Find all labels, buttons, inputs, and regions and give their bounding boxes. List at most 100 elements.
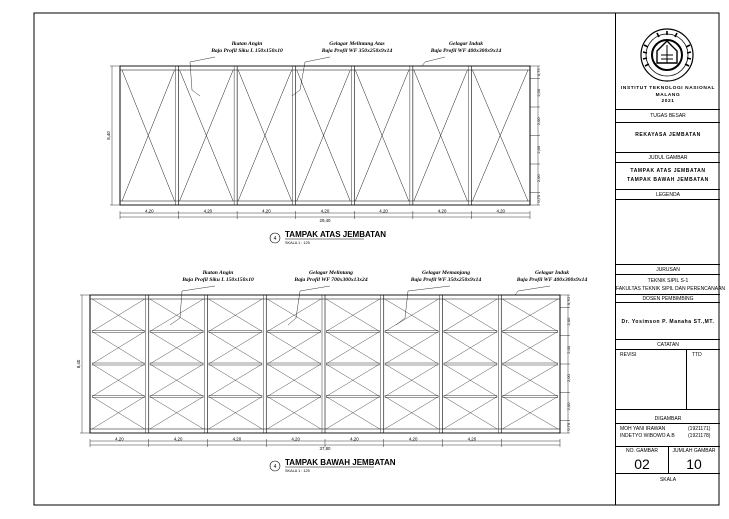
annotation-profile: Baja Profil WF 350x250x9x14	[410, 277, 482, 283]
bracing-line	[91, 396, 145, 430]
drawing-title-2: TAMPAK BAWAH JEMBATAN	[627, 177, 709, 183]
bracing-line	[502, 396, 559, 430]
supervisor-label: DOSEN PEMBIMBING	[642, 296, 694, 302]
drawer-name: INDETYO WIBOWO A.B	[620, 433, 675, 439]
bracing-line	[355, 69, 410, 202]
bracing-line	[179, 69, 234, 202]
drawn-by-label: DIGAMBAR	[654, 416, 682, 422]
annotation-profile: Baja Profil WF 700x300x13x24	[294, 277, 368, 283]
height-dim-label: 8,40	[106, 131, 111, 140]
sheet-no-label: NO. GAMBAR	[626, 448, 658, 454]
bracing-line	[149, 331, 204, 365]
bracing-line	[91, 331, 145, 365]
side-dim-label: 2,00	[536, 88, 541, 97]
bay-dim-label: 4,20	[233, 437, 242, 442]
assignment-label: TUGAS BESAR	[650, 113, 686, 119]
side-dim-label: 2,00	[536, 117, 541, 126]
side-dim-label: 2,00	[566, 373, 571, 382]
institute-city: MALANG	[655, 93, 681, 98]
annotation-profile: Baja Profil WF 400x300x9x14	[430, 48, 502, 54]
side-dim-label: 0,75	[536, 68, 541, 77]
top-view-scale: SKALA 1 : 125	[285, 241, 310, 245]
drawer-name: MOH YANI IRAWAN	[620, 426, 666, 432]
annotation-name: Gelagar Memanjang	[421, 270, 471, 276]
top-leaders	[189, 56, 446, 97]
faculty-name: FAKULTAS TEKNIK SIPIL DAN PERENCANAAN	[616, 286, 726, 292]
drawer-id: (1921171)	[688, 426, 711, 432]
annotation-profile: Baja Profil WF 400x300x9x14	[516, 277, 588, 283]
sheet-count-label: JUMLAH GAMBAR	[672, 448, 716, 454]
notes-label: CATATAN	[657, 342, 679, 348]
bay-dim-label: 4,20	[350, 437, 359, 442]
bay-dim-label: 4,20	[115, 437, 124, 442]
bracing-line	[208, 331, 263, 365]
drawing-title-label: JUDUL GAMBAR	[648, 155, 688, 161]
bracing-line	[91, 363, 145, 397]
bracing-line	[443, 298, 498, 332]
bracing-line	[502, 331, 559, 365]
total-dim-label: 29,40	[320, 218, 332, 223]
bracing-line	[121, 69, 175, 202]
bracing-line	[472, 69, 529, 202]
side-dim-label: 2,00	[536, 174, 541, 183]
bracing-line	[502, 298, 559, 332]
bay-dim-label: 4,20	[409, 437, 418, 442]
bay-dim-label: 4,20	[496, 209, 505, 214]
side-dim-label: 0,70	[566, 297, 571, 306]
bracing-line	[267, 396, 322, 430]
bracing-line	[384, 363, 439, 397]
side-dim-label: 2,00	[566, 345, 571, 354]
annotation-profile: Baja Profil WF 350x250x9x14	[321, 48, 393, 54]
bracing-line	[443, 363, 498, 397]
bracing-line	[502, 363, 559, 397]
top-view-number-circle	[269, 232, 281, 244]
bracing-line	[91, 298, 145, 332]
bracing-line	[325, 331, 380, 365]
top-view-number: 4	[274, 236, 277, 242]
revision-label: REVISI	[620, 352, 637, 358]
annotation-name: Gelagar Induk	[448, 41, 484, 47]
department-label: JURUSAN	[656, 267, 680, 273]
bottom-view-title: 4 TAMPAK BAWAH JEMBATAN SKALA 1 : 125	[269, 458, 396, 473]
side-dim-label: 2,00	[536, 145, 541, 154]
bracing-line	[149, 363, 204, 397]
bracing-line	[443, 331, 498, 365]
scale-label: SKALA	[659, 477, 677, 483]
bay-dim-label: 4,20	[174, 437, 183, 442]
institute-logo	[640, 28, 694, 82]
bracing-line	[413, 69, 468, 202]
legend-label: LEGENDA	[656, 192, 680, 198]
annotation-profile: Baja Profil Siku L 150x150x10	[182, 277, 254, 283]
bottom-view-number-circle	[269, 460, 281, 472]
bracing-line	[267, 331, 322, 365]
bracing-line	[237, 69, 292, 202]
bay-dim-label: 4,20	[204, 209, 213, 214]
annotation-profile: Baja Profil Siku L 150x150x10	[211, 48, 283, 54]
side-dim-label: 2,00	[566, 317, 571, 326]
department-name: TEKNIK SIPIL S-1	[647, 278, 689, 284]
supervisor-name: Dr. Yosimson P. Manaha ST.,MT.	[621, 319, 715, 325]
bracing-line	[208, 396, 263, 430]
side-dim-label: 2,00	[566, 402, 571, 411]
bracing-line	[443, 396, 498, 430]
sheet-number: 02	[634, 456, 650, 472]
annotation-name: Gelagar Induk	[534, 270, 570, 276]
bay-dim-label: 4,20	[321, 209, 330, 214]
bay-dim-label: 4,20	[291, 437, 300, 442]
bay-dim-label: 4,20	[438, 209, 447, 214]
bracing-line	[384, 396, 439, 430]
drawer-id: (1921178)	[688, 433, 711, 439]
bracing-line	[384, 331, 439, 365]
drawing-title-1: TAMPAK ATAS JEMBATAN	[630, 168, 706, 174]
annotation-name: Gelagar Melintang	[309, 270, 353, 276]
side-dim-label: 0,75	[536, 194, 541, 203]
title-block: INSTITUT TEKNOLOGI NASIONAL MALANG 2021 …	[615, 13, 726, 505]
bay-dim-label: 4,20	[145, 209, 154, 214]
bracing-line	[267, 298, 322, 332]
bracing-line	[149, 396, 204, 430]
course-name: REKAYASA JEMBATAN	[635, 132, 701, 138]
bottom-view-title-text: TAMPAK BAWAH JEMBATAN	[285, 458, 396, 467]
bracing-line	[267, 363, 322, 397]
